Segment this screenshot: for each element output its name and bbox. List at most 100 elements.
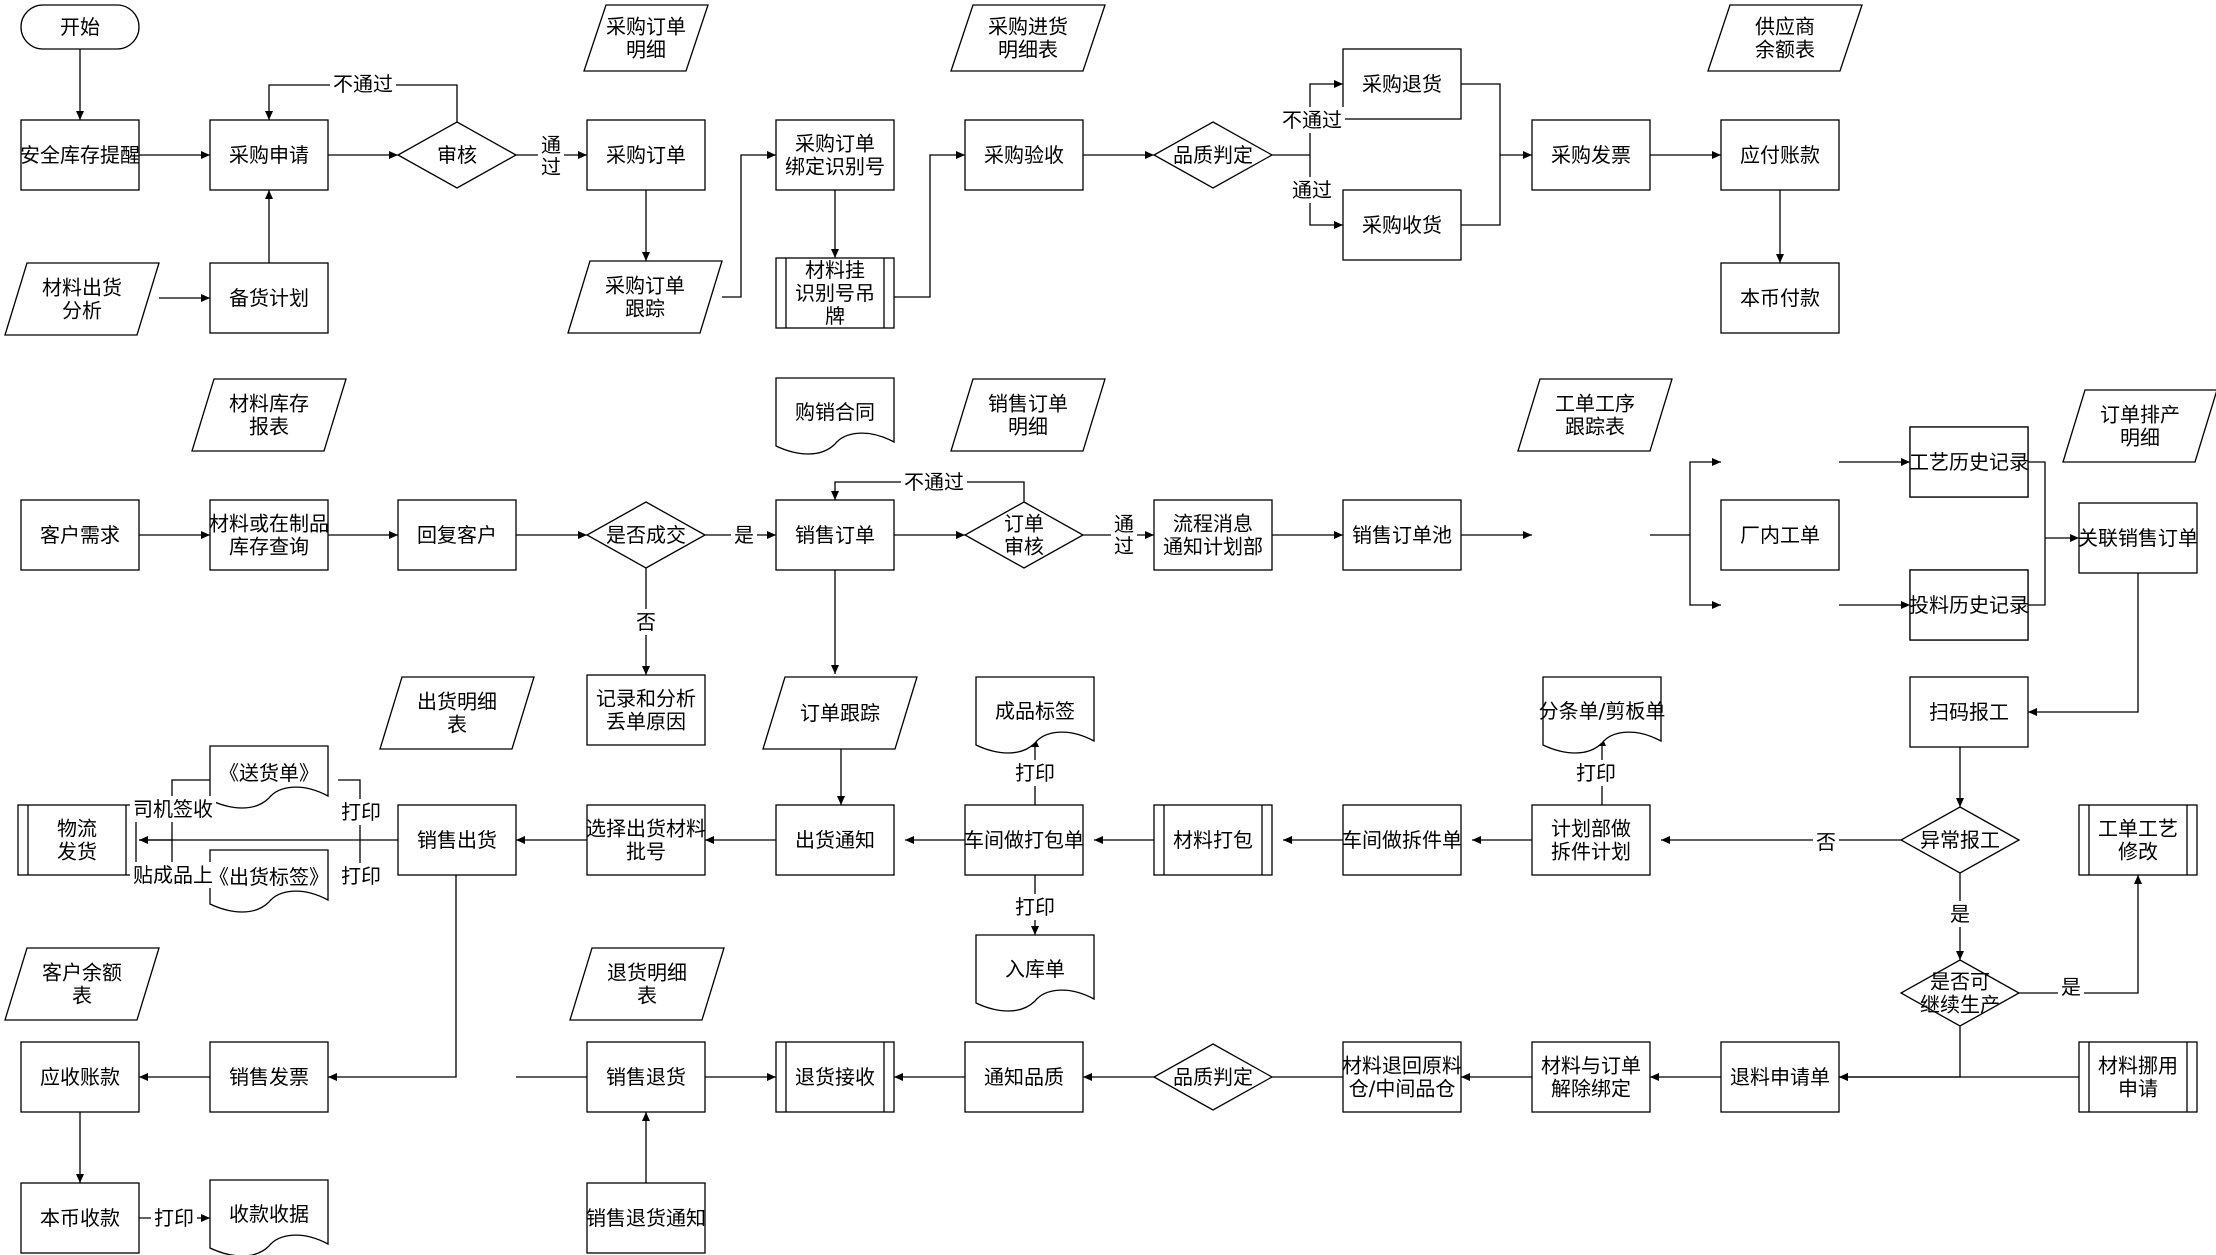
node-label: 采购收货 [1362,213,1442,237]
node-label: 客户需求 [40,523,120,547]
node-label: 车间做打包单 [964,828,1084,852]
node-label: 客户余额 [42,961,122,985]
node-return-request: 退料申请单 [1720,1041,1840,1113]
node-workshop-pack: 车间做打包单 [964,804,1084,876]
node-label: 采购订单 [606,15,686,39]
edge-label-fail-order: 不通过 [904,470,964,494]
edge-label-print-label: 打印 [1015,761,1055,785]
node-ship-label: 《出货标签》 [209,849,329,913]
edge-label-abnormal-yes: 是 [1950,902,1970,926]
connector-e16 [1461,83,1501,226]
node-label: 分析 [62,299,102,323]
node-label: 修改 [2118,840,2158,864]
node-label: 丢单原因 [606,710,686,734]
node-label: 审核 [1004,535,1044,559]
node-label: 报表 [249,415,289,439]
node-label: 材料与订单 [1541,1054,1641,1078]
node-label: 库存查询 [229,535,309,559]
node-label: 表 [447,713,467,737]
node-label: 销售出货 [417,828,497,852]
node-label: 是否成交 [606,523,686,547]
node-strip-sheet: 分条单/剪板单 [1539,676,1665,754]
node-label: 车间做拆件单 [1342,828,1462,852]
node-label: 收款收据 [229,1202,309,1226]
node-label: 工单工艺 [2098,817,2178,841]
node-label: 关联销售订单 [2078,526,2198,550]
node-label: 余额表 [1755,38,1815,62]
edge-label-stick-product: 贴成品上 [133,863,213,887]
node-link-so: 关联销售订单 [2078,502,2198,574]
node-label: 材料挪用 [2098,1054,2178,1078]
edge-label-print-warehouse: 打印 [1015,895,1055,919]
node-sales-ship: 销售出货 [397,804,517,876]
node-workshop-split: 车间做拆件单 [1342,804,1462,876]
node-label: 识别号吊 [795,281,875,305]
edge-label-pass-quality: 通过 [1292,178,1332,202]
node-label: 采购订单 [606,143,686,167]
node-label: 选择出货材料 [586,817,706,841]
edge-label-pass-order-2: 过 [1114,534,1134,558]
node-label: 通知计划部 [1163,535,1263,559]
node-label: 成品标签 [995,699,1075,723]
node-label: 发货 [57,840,97,864]
node-material-pack: 材料打包 [1153,804,1273,876]
connector-e11 [894,151,965,298]
node-label: 厂内工单 [1740,523,1820,547]
node-label: 材料打包 [1173,828,1253,852]
node-label: 采购订单 [795,132,875,156]
node-label: 采购申请 [229,143,309,167]
node-sales-return: 销售退货 [586,1041,706,1113]
node-local-receive: 本币收款 [20,1182,140,1254]
node-purchase-request: 采购申请 [209,119,329,191]
node-label: 销售订单池 [1352,523,1452,547]
edge-label-print-ship-label: 打印 [341,864,381,888]
node-label: 跟踪 [625,297,665,321]
node-label: 记录和分析 [596,687,696,711]
node-product-label: 成品标签 [975,676,1095,754]
node-label: 表 [72,984,92,1008]
connector-e31 [1689,458,1721,535]
node-label: 应收账款 [40,1065,120,1089]
edge-label-pass-order-1: 通 [1114,512,1134,536]
node-quality-2: 品质判定 [1152,1043,1274,1111]
node-label: 材料库存 [229,392,309,416]
node-label: 退货接收 [795,1065,875,1089]
node-customer-need: 客户需求 [20,499,140,571]
node-return-notice: 销售退货通知 [586,1182,706,1254]
node-purchase-receive: 采购收货 [1342,189,1462,261]
node-label: 跟踪表 [1565,415,1625,439]
node-label: 材料或在制品 [209,512,329,536]
edge-label-pass-review-2: 过 [541,155,561,179]
node-label: 《送货单》 [219,761,319,785]
node-label: 扫码报工 [1929,700,2009,724]
connector-e35 [2028,461,2046,606]
node-label: 销售退货通知 [586,1206,706,1230]
node-safety-stock: 安全库存提醒 [20,119,140,191]
node-label: 出货通知 [795,828,875,852]
node-ship-notice: 出货通知 [775,804,895,876]
node-sales-order: 销售订单 [775,499,895,571]
node-order-track: 订单跟踪 [762,676,918,750]
edge-label-fail-review: 不通过 [333,72,393,96]
edge-label-continue-yes: 是 [2061,975,2081,999]
node-purchase-return: 采购退货 [1342,48,1462,120]
node-label: 开始 [60,15,100,39]
edge-label-deal-no: 否 [636,610,656,634]
node-label: 退料申请单 [1730,1065,1830,1089]
node-label: 明细 [2120,426,2160,450]
node-label: 材料出货 [42,276,122,300]
node-label: 本币收款 [40,1206,120,1230]
